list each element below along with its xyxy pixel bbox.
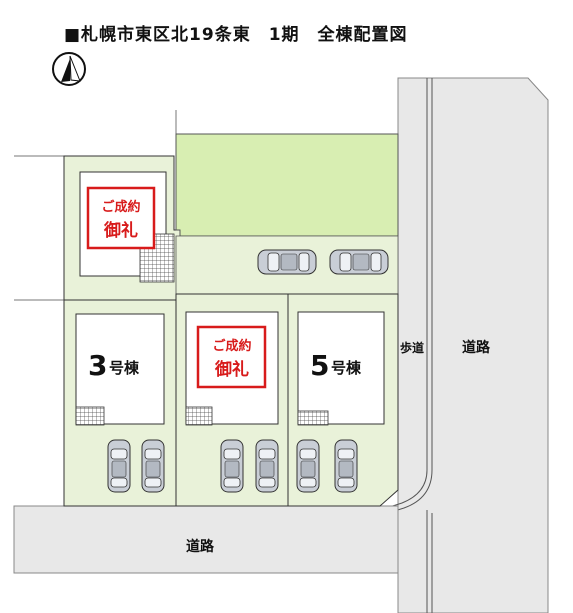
building-number: 3 [88,349,107,382]
parked-car-icon [257,249,317,275]
building-suffix: 号棟 [109,359,140,377]
building-suffix: 号棟 [331,359,362,377]
neighbor-outline-top [175,110,398,135]
sold-stamp-lot-4: ご成約 御礼 [196,325,267,389]
lot-5: 5 号棟 [287,293,399,507]
sold-stamp-top: ご成約 [212,338,251,354]
sold-stamp-bottom: 御礼 [103,220,138,241]
sidewalk-label: 歩道 [400,340,424,355]
lot-3-deck [75,406,105,426]
sold-stamp-bottom: 御礼 [214,359,249,380]
lot-3: 3 号棟 [63,299,177,507]
lot-4-deck [185,406,213,426]
lot-5-deck [297,410,329,426]
parked-car-icon [296,439,320,493]
parked-car-icon [334,439,358,493]
garden-area [175,133,399,237]
building-number: 5 [310,349,329,382]
parked-car-icon [141,439,165,493]
shared-driveway [175,235,399,295]
road-right-label: 道路 [462,339,491,356]
lot-4: ご成約 御礼 [175,293,289,507]
parked-car-icon [220,439,244,493]
parked-car-icon [107,439,131,493]
sold-stamp-top: ご成約 [101,199,140,215]
sold-stamp-lot-1: ご成約 御礼 [86,186,156,250]
parked-car-icon [329,249,389,275]
parked-car-icon [255,439,279,493]
north-arrow-icon [52,52,86,86]
neighbor-outline [14,155,65,301]
lot-1: ご成約 御礼 [63,155,181,301]
road-bottom-label: 道路 [186,538,215,555]
page-title: ■札幌市東区北19条東 1期 全棟配置図 [64,24,408,45]
